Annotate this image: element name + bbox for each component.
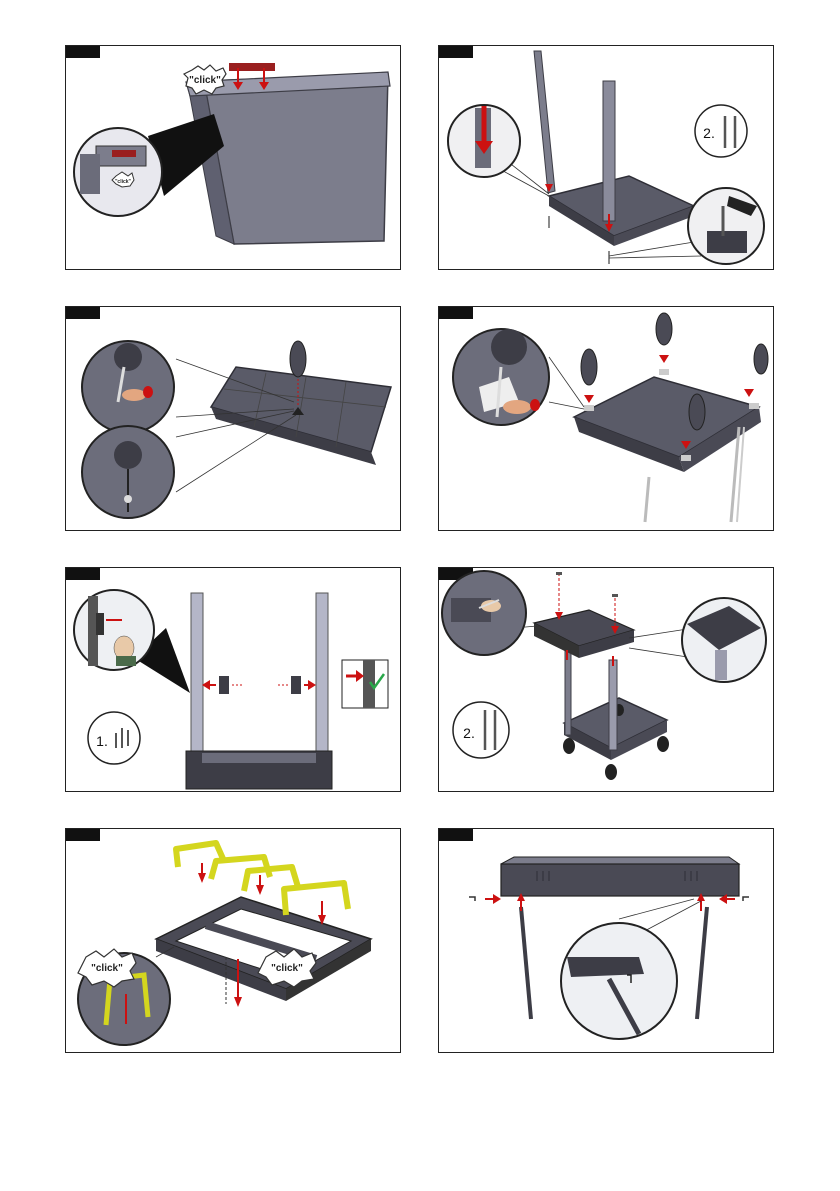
step-label: 2. — [463, 725, 475, 741]
assembly-step-panel-5: 1. — [65, 567, 401, 792]
step-7-illustration: "click" "click" — [66, 829, 400, 1052]
pole-right — [603, 81, 615, 221]
click-label-left: "click" — [91, 963, 123, 974]
step-label: 2. — [703, 125, 715, 141]
step-label: 1. — [96, 733, 108, 749]
pole-right — [316, 593, 328, 758]
caster-wheel — [656, 313, 672, 345]
leg-right — [697, 907, 707, 1019]
pole-left — [534, 51, 555, 193]
caster-wheel — [563, 738, 575, 754]
step-8-illustration — [439, 829, 773, 1052]
caster-wheel — [581, 349, 597, 385]
base-tray — [574, 377, 759, 457]
step-1-illustration: "click" "click" — [66, 46, 400, 269]
assembly-step-panel-4 — [438, 306, 774, 531]
bracket-left — [219, 676, 229, 694]
base-tray — [549, 176, 694, 236]
pole-left — [565, 650, 571, 735]
detail-magnifier — [561, 923, 677, 1039]
step-3-illustration — [66, 307, 400, 530]
click-label-right: "click" — [271, 963, 303, 974]
caster-wheel — [290, 341, 306, 377]
assembly-step-panel-2: 2. — [438, 45, 774, 270]
assembly-step-panel-6: 2. — [438, 567, 774, 792]
caster-wheel — [605, 764, 617, 780]
hardware-callout — [453, 702, 509, 758]
step-6-illustration: 2. — [439, 568, 773, 791]
step-2-illustration: 2. — [439, 46, 773, 269]
caster-wheel — [657, 736, 669, 752]
yellow-handle-4 — [284, 883, 348, 915]
assembly-step-panel-8 — [438, 828, 774, 1053]
red-clip — [229, 63, 275, 71]
caster-wheel — [689, 394, 705, 430]
detail-magnifier — [74, 590, 154, 670]
pole-right — [609, 660, 617, 750]
click-label-large: "click" — [189, 75, 221, 86]
bracket-right — [291, 676, 301, 694]
bin-body — [204, 74, 388, 244]
caster-wheel — [754, 344, 768, 374]
assembly-step-panel-7: "click" "click" — [65, 828, 401, 1053]
leg-left — [521, 907, 531, 1019]
pole-left — [191, 593, 203, 758]
tray-top — [501, 857, 739, 864]
click-label-small: "click" — [115, 179, 131, 185]
step-5-illustration: 1. — [66, 568, 400, 791]
step-4-illustration — [439, 307, 773, 530]
assembly-step-panel-1: "click" "click" — [65, 45, 401, 270]
assembly-step-panel-3 — [65, 306, 401, 531]
